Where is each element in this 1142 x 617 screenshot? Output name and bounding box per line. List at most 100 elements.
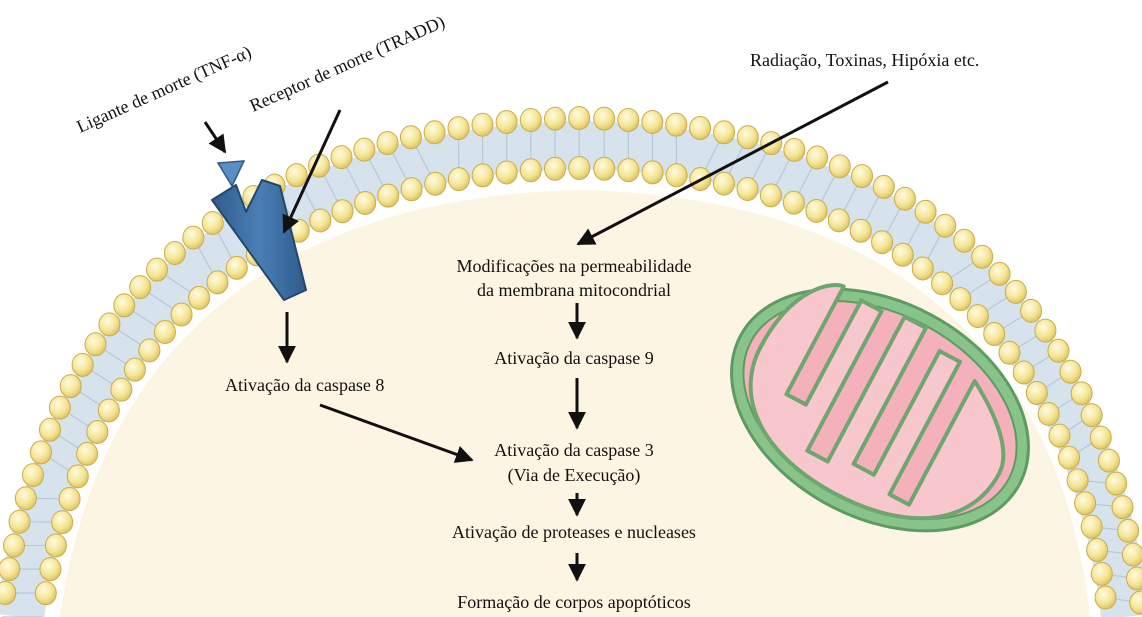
phospholipid-head [52,511,73,534]
phospholipid-head [1081,515,1102,538]
phospholipid-head [892,243,913,266]
phospholipid-head [666,164,687,187]
phospholipid-head [164,242,185,265]
phospholipid-head [377,132,398,155]
caspase8-label: Ativação da caspase 8 [225,375,384,395]
permeability-label-line1: Modificações na permeabilidade [457,256,692,276]
phospholipid-head [642,110,663,133]
phospholipid-head [98,399,119,422]
phospholipid-head [972,245,993,268]
phospholipid-head [72,353,93,376]
phospholipid-head [154,321,175,344]
phospholipid-head [139,339,160,362]
phospholipid-head [1090,426,1111,449]
phospholipid-head [35,582,56,605]
phospholipid-head [1060,360,1081,383]
phospholipid-head [894,187,915,210]
phospholipid-head [1098,449,1119,472]
phospholipid-head [23,464,44,487]
phospholipid-head [332,200,353,223]
phospholipid-head [286,164,307,187]
phospholipid-head [331,146,352,169]
phospholipid-head [618,108,639,131]
apoptotic-bodies-label: Formação de corpos apoptóticos [457,592,690,612]
phospholipid-head [873,175,894,198]
phospholipid-head [1005,280,1026,303]
phospholipid-head [401,178,422,201]
phospholipid-head [760,184,781,207]
phospholipid-head [545,107,566,130]
phospholipid-head [189,286,210,309]
phospholipid-head [1112,496,1133,519]
phospholipid-head [1071,382,1092,405]
phospholipid-head [355,191,376,214]
phospholipid-head [130,276,151,299]
phospholipid-head [850,219,871,242]
phospholipid-head [59,488,80,511]
phospholipid-head [1081,404,1102,427]
phospholipid-head [40,558,61,581]
phospholipid-head [737,178,758,201]
phospholipid-head [1048,339,1069,362]
phospholipid-head [1091,562,1112,585]
phospholipid-head [594,107,615,130]
phospholipid-head [400,126,421,149]
phospholipid-head [714,121,735,144]
phospholipid-head [472,164,493,187]
phospholipid-head [1122,543,1142,566]
phospholipid-head [950,288,971,311]
phospholipid-head [912,257,933,280]
phospholipid-head [569,107,590,130]
phospholipid-head [207,271,228,294]
phospholipid-head [806,199,827,222]
phospholipid-head [954,229,975,252]
phospholipid-head [1118,519,1139,542]
phospholipid-head [30,441,51,464]
arrow-ligand-to-receptor [205,122,225,152]
phospholipid-head [424,121,445,144]
phospholipid-head [15,487,36,510]
phospholipid-head [915,200,936,223]
phospholipid-head [520,159,541,182]
receptor-label: Receptor de morte (TRADD) [246,11,448,116]
phospholipid-head [124,358,145,381]
phospholipid-head [85,333,106,356]
phospholipid-head [1067,469,1088,492]
phospholipid-head [0,558,20,581]
phospholipid-head [618,159,639,182]
phospholipid-head [67,465,88,488]
phospholipid-head [783,191,804,214]
caspase3-label-line1: Ativação da caspase 3 [494,440,653,460]
phospholipid-head [171,303,192,326]
phospholipid-head [226,256,247,279]
phospholipid-head [999,341,1020,364]
phospholipid-head [99,313,120,336]
phospholipid-head [39,418,60,441]
phospholipid-head [9,510,30,533]
phospholipid-head [202,211,223,234]
phospholipid-head [354,138,375,161]
phospholipid-head [3,534,24,557]
phospholipid-head [496,111,517,134]
proteases-label: Ativação de proteases e nucleases [452,522,696,542]
phospholipid-head [935,214,956,237]
phospholipid-head [87,420,108,443]
phospholipid-head [828,209,849,232]
phospholipid-head [1059,446,1080,469]
phospholipid-head [45,534,66,557]
phospholipid-head [60,375,81,398]
death-ligand-icon [218,161,244,186]
phospholipid-head [310,209,331,232]
phospholipid-head [872,231,893,254]
phospholipid-head [0,581,16,604]
phospholipid-head [784,138,805,161]
phospholipid-head [1087,539,1108,562]
phospholipid-head [642,161,663,184]
phospholipid-head [807,146,828,169]
phospholipid-head [1035,319,1056,342]
phospholipid-head [852,165,873,188]
permeability-label-line2: da membrana mitocondrial [477,280,671,300]
phospholipid-head [666,113,687,136]
phospholipid-head [569,157,590,180]
